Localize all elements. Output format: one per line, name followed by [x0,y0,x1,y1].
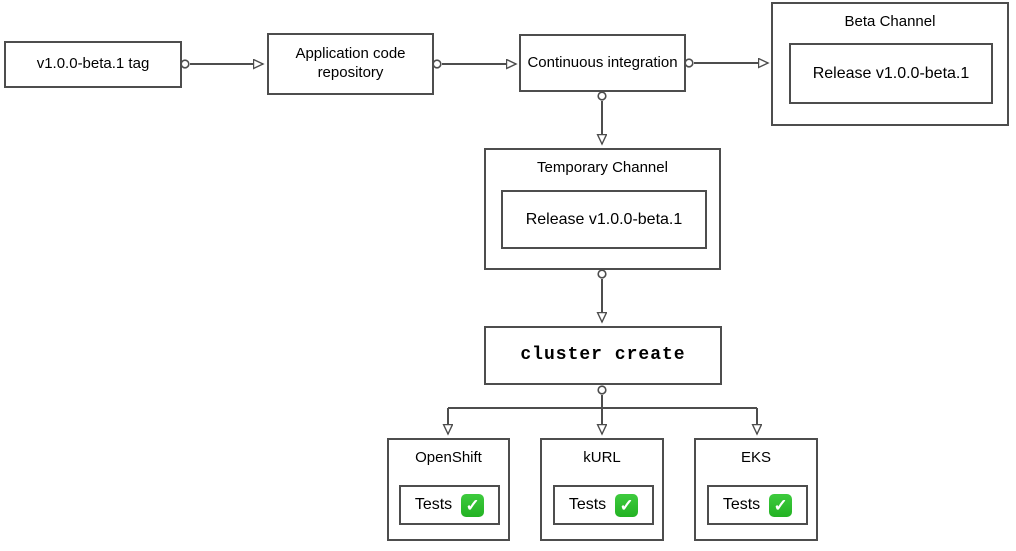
check-icon: ✓ [461,493,485,517]
node-cluster-kurl: kURL Tests ✓ [540,438,664,541]
kurl-tests-label: Tests [568,496,607,513]
node-cluster-create: cluster create [484,326,722,385]
version-tag-label: v1.0.0-beta.1 tag [36,55,150,73]
node-app-code-repository: Application code repository [267,33,434,95]
openshift-tests-box: Tests ✓ [399,485,500,525]
kurl-tests-box: Tests ✓ [553,485,654,525]
continuous-integration-label: Continuous integration [527,53,678,71]
eks-tests-label: Tests [722,496,761,513]
node-cluster-openshift: OpenShift Tests ✓ [387,438,510,541]
check-icon: ✓ [769,493,793,517]
temporary-channel-title: Temporary Channel [537,159,668,176]
beta-channel-release-label: Release v1.0.0-beta.1 [812,64,970,82]
cluster-kurl-title: kURL [583,449,621,466]
check-icon: ✓ [615,493,639,517]
node-beta-channel: Beta Channel Release v1.0.0-beta.1 [771,2,1009,126]
temporary-channel-release-box: Release v1.0.0-beta.1 [501,190,707,249]
beta-channel-title: Beta Channel [844,13,936,30]
openshift-tests-label: Tests [414,496,453,513]
beta-channel-release-box: Release v1.0.0-beta.1 [789,43,993,104]
node-version-tag: v1.0.0-beta.1 tag [4,41,182,88]
cluster-openshift-title: OpenShift [415,449,482,466]
app-code-repository-label: Application code repository [295,45,406,81]
node-cluster-eks: EKS Tests ✓ [694,438,818,541]
eks-tests-box: Tests ✓ [707,485,808,525]
cluster-create-label: cluster create [520,345,686,366]
node-temporary-channel: Temporary Channel Release v1.0.0-beta.1 [484,148,721,270]
cluster-eks-title: EKS [740,449,771,466]
node-continuous-integration: Continuous integration [519,34,686,92]
temporary-channel-release-label: Release v1.0.0-beta.1 [525,210,683,228]
